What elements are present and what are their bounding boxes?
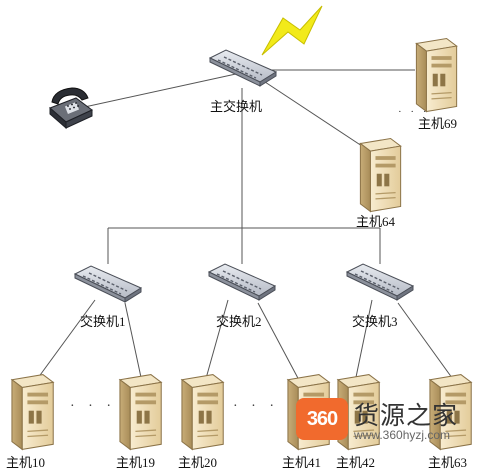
label-switch2: 交换机2 <box>216 314 262 329</box>
label-switch3: 交换机3 <box>352 314 398 329</box>
label-host20: 主机20 <box>178 455 218 470</box>
label-host41: 主机41 <box>282 455 322 470</box>
ellipsis-1: · · · <box>70 399 116 414</box>
label-host69: 主机69 <box>418 116 458 131</box>
watermark-badge: 360 <box>296 398 348 440</box>
watermark-url: www.360hyzj.com <box>354 428 451 442</box>
telephone-icon <box>49 87 93 130</box>
server-icon-host19 <box>119 373 162 451</box>
label-switch1: 交换机1 <box>80 314 126 329</box>
switch1-icon <box>74 265 142 303</box>
connection-lines <box>34 69 456 383</box>
server-icon-host69 <box>415 37 458 113</box>
watermark-title: 货源之家 <box>354 401 459 430</box>
label-host42: 主机42 <box>336 455 376 470</box>
server-icon-host10 <box>11 373 54 451</box>
ellipsis-2: · · · <box>233 399 279 414</box>
ellipsis-host69: · · · <box>398 106 430 118</box>
server-icon-host64 <box>359 137 402 213</box>
server-icon-host20 <box>181 373 224 451</box>
label-host19: 主机19 <box>116 455 156 470</box>
label-host64: 主机64 <box>356 214 396 229</box>
switch2-icon <box>208 263 276 301</box>
label-host10: 主机10 <box>6 455 46 470</box>
main-switch-icon <box>209 49 277 87</box>
lightning-icon <box>261 5 323 56</box>
label-main-switch: 主交换机 <box>210 99 263 114</box>
switch3-icon <box>346 263 414 301</box>
watermark: 360 货源之家 www.360hyzj.com <box>296 396 478 446</box>
label-host63: 主机63 <box>428 455 468 470</box>
